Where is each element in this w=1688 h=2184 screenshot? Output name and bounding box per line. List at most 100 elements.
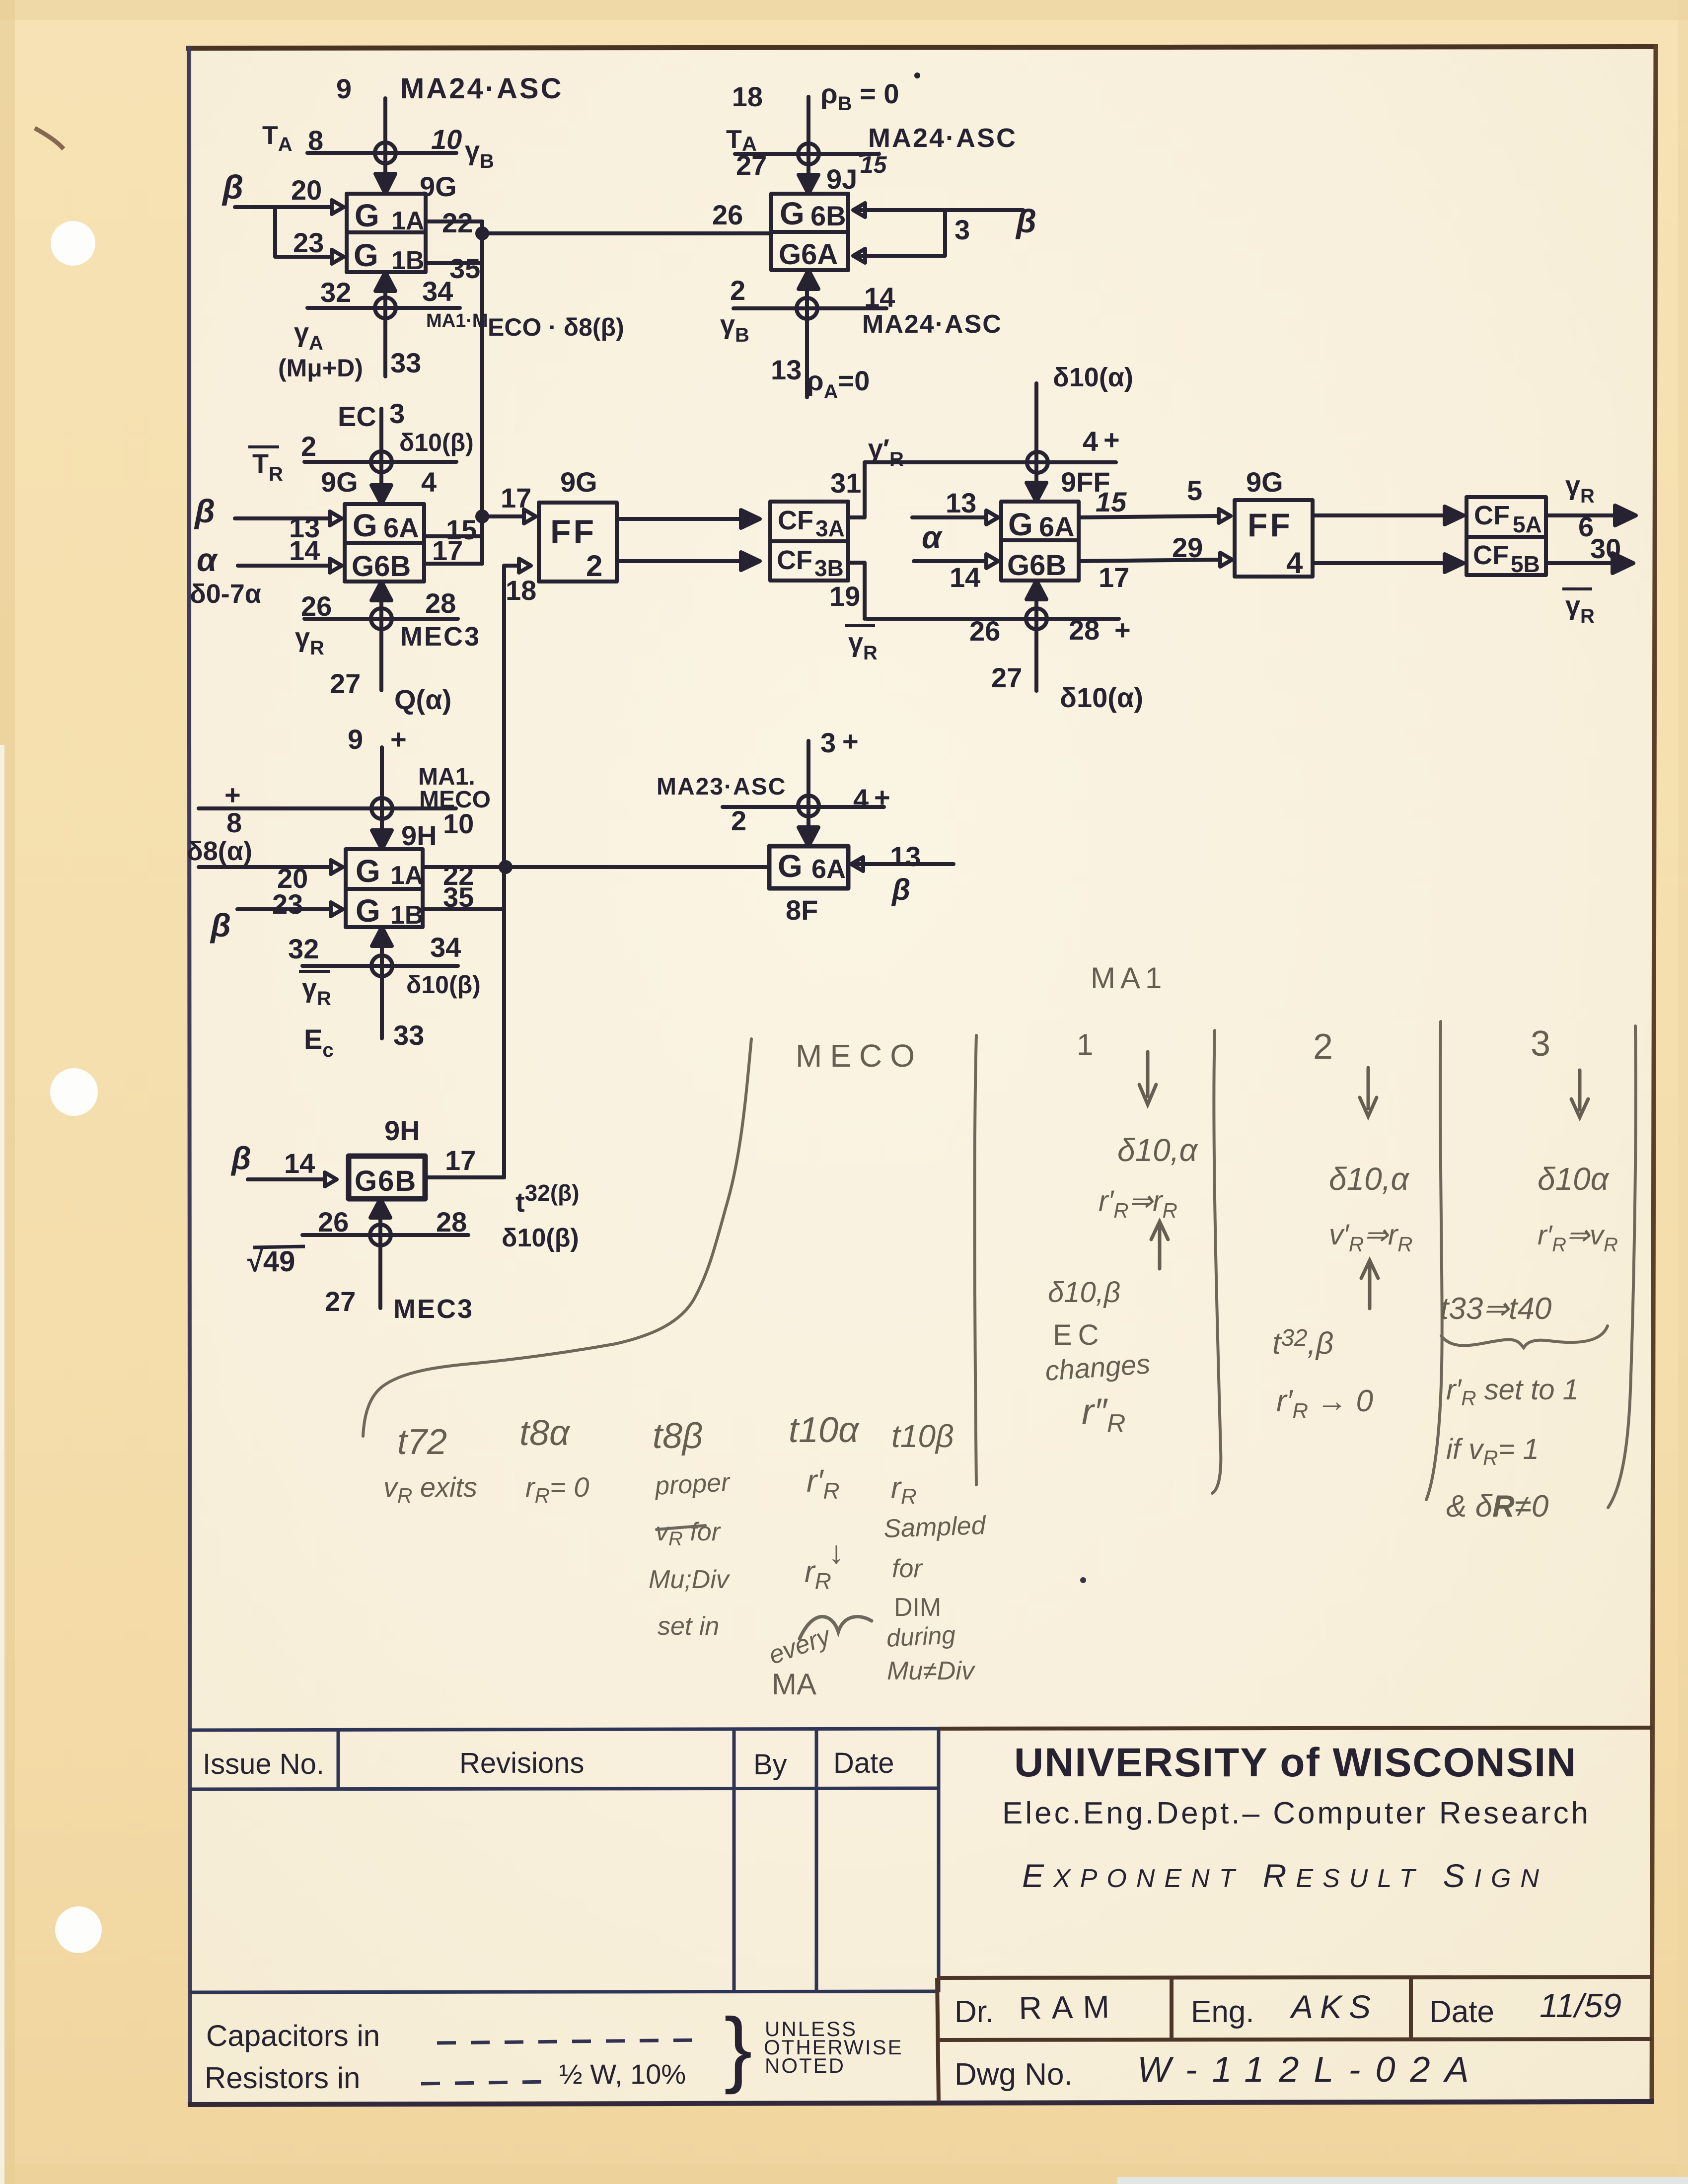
svg-text:3: 3: [954, 214, 970, 245]
svg-text:MEC3: MEC3: [400, 622, 481, 652]
svg-text:1A: 1A: [390, 861, 423, 890]
svg-text:1B: 1B: [390, 901, 423, 930]
svg-text:32: 32: [288, 933, 319, 964]
svg-text:9H: 9H: [384, 1115, 420, 1146]
svg-text:26: 26: [969, 615, 1000, 647]
svg-text:+: +: [390, 724, 407, 755]
svg-text:MA23·ASC: MA23·ASC: [657, 774, 786, 800]
svg-text:26: 26: [318, 1206, 349, 1238]
svg-text:20: 20: [291, 174, 322, 206]
svg-text:2: 2: [301, 431, 316, 462]
svg-text:√49: √49: [247, 1245, 295, 1278]
svg-text:9H: 9H: [401, 820, 437, 851]
svg-text:+: +: [1114, 614, 1131, 646]
svg-text:r′R set to 1: r′R set to 1: [1446, 1374, 1579, 1410]
svg-text:35: 35: [443, 881, 474, 913]
svg-text:9: 9: [348, 724, 363, 755]
svg-text:δ10(β): δ10(β): [406, 971, 481, 999]
svg-text:G: G: [780, 196, 805, 231]
svg-text:9J: 9J: [826, 163, 857, 195]
svg-text:28: 28: [425, 587, 456, 619]
svg-text:CF: CF: [778, 506, 813, 535]
svg-text:δ0-7α: δ0-7α: [190, 579, 261, 609]
svg-text:14: 14: [864, 282, 895, 313]
svg-text:MA: MA: [772, 1668, 816, 1701]
svg-text:AKS: AKS: [1289, 1988, 1378, 2025]
svg-text:FF: FF: [1248, 507, 1293, 543]
svg-text:β: β: [194, 493, 215, 529]
svg-text:15: 15: [1096, 486, 1127, 517]
svg-text:6A: 6A: [1039, 511, 1075, 542]
svg-text:8: 8: [308, 125, 323, 156]
svg-text:Elec.Eng.Dept.– Computer Resea: Elec.Eng.Dept.– Computer Research: [1002, 1796, 1591, 1830]
svg-text:t32,β: t32,β: [1272, 1325, 1333, 1361]
svg-text:33: 33: [390, 347, 421, 378]
svg-text:Capacitors in: Capacitors in: [206, 2019, 380, 2052]
svg-text:t8β: t8β: [653, 1416, 703, 1456]
svg-text:Resistors in: Resistors in: [205, 2061, 360, 2095]
svg-text:3: 3: [820, 727, 836, 758]
svg-text:MECO: MECO: [419, 787, 491, 813]
svg-text:UNIVERSITY of WISCONSIN: UNIVERSITY of WISCONSIN: [1014, 1740, 1577, 1785]
svg-text:9FF: 9FF: [1061, 466, 1110, 498]
svg-text:Date: Date: [833, 1747, 894, 1779]
svg-text:G: G: [778, 848, 803, 884]
svg-text:1B: 1B: [391, 246, 424, 275]
svg-text:α: α: [922, 519, 943, 555]
svg-text:17: 17: [1099, 562, 1129, 593]
svg-text:19: 19: [829, 581, 860, 612]
svg-text:MA24·ASC: MA24·ASC: [400, 73, 564, 105]
svg-text:13: 13: [289, 512, 320, 543]
svg-text:6A: 6A: [383, 512, 419, 543]
svg-text:β: β: [1015, 203, 1036, 239]
svg-text:17: 17: [432, 535, 463, 566]
svg-text:}: }: [724, 2001, 752, 2095]
svg-text:δ10,α: δ10,α: [1117, 1132, 1198, 1168]
svg-text:G: G: [356, 853, 380, 889]
svg-text:G: G: [353, 508, 377, 543]
svg-text:CF: CF: [1473, 540, 1509, 570]
svg-text:δ8(α): δ8(α): [187, 836, 252, 866]
svg-text:5: 5: [1187, 475, 1202, 506]
svg-text:+: +: [1103, 424, 1120, 455]
svg-text:Mu≠Div: Mu≠Div: [887, 1657, 976, 1685]
svg-text:Date: Date: [1429, 1995, 1494, 2029]
svg-text:G6A: G6A: [779, 238, 838, 271]
svg-text:4: 4: [1286, 546, 1303, 580]
svg-text:for: for: [892, 1554, 923, 1583]
svg-text:G6B: G6B: [352, 550, 411, 582]
svg-text:& δR≠0: & δR≠0: [1446, 1489, 1548, 1524]
svg-text:G: G: [354, 237, 378, 273]
svg-text:1A: 1A: [391, 207, 424, 235]
svg-text:α: α: [197, 541, 219, 578]
svg-text:β: β: [210, 907, 231, 944]
svg-text:27: 27: [991, 662, 1022, 693]
svg-text:14: 14: [950, 562, 980, 593]
svg-text:during: during: [886, 1621, 956, 1652]
svg-text:Q(α): Q(α): [394, 684, 451, 715]
svg-text:14: 14: [289, 535, 320, 566]
svg-text:Eng.: Eng.: [1191, 1995, 1254, 2029]
svg-text:δ10(β): δ10(β): [502, 1224, 579, 1252]
svg-text:2: 2: [731, 805, 746, 836]
svg-text:δ10,β: δ10,β: [1048, 1276, 1120, 1309]
svg-text:17: 17: [501, 482, 531, 513]
svg-text:2: 2: [1313, 1027, 1333, 1067]
svg-text:t10β: t10β: [891, 1418, 954, 1454]
svg-text:4: 4: [853, 783, 869, 814]
svg-text:10: 10: [443, 808, 474, 839]
svg-text:CF: CF: [777, 545, 812, 575]
svg-text:2: 2: [586, 549, 602, 582]
svg-text:β: β: [221, 168, 243, 206]
svg-text:6A: 6A: [811, 854, 846, 884]
svg-text:t72: t72: [397, 1422, 447, 1462]
svg-text:6B: 6B: [810, 200, 846, 231]
svg-text:8F: 8F: [786, 894, 818, 926]
svg-text:32: 32: [320, 277, 351, 308]
svg-text:MECO: MECO: [796, 1038, 923, 1074]
svg-text:MEC3: MEC3: [393, 1294, 474, 1324]
svg-text:23: 23: [293, 227, 324, 258]
svg-text:8: 8: [226, 807, 242, 838]
svg-text:+: +: [224, 779, 241, 810]
svg-text:ρB = 0: ρB = 0: [820, 78, 899, 115]
